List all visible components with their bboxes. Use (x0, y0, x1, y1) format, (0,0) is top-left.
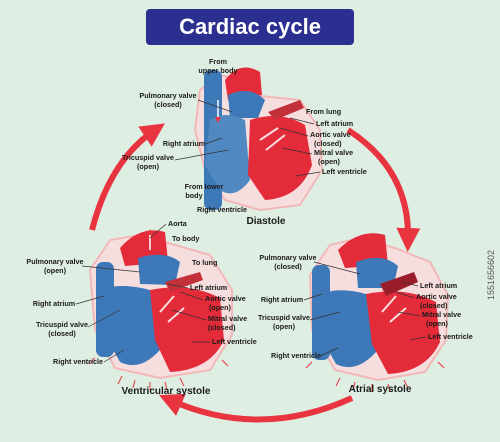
svg-text:Tricuspid valve(open): Tricuspid valve(open) (122, 153, 174, 171)
svg-text:Pulmonary valve(closed): Pulmonary valve(closed) (259, 253, 316, 271)
labels-atrial-systole: Pulmonary valve(closed) Right atrium Tri… (258, 253, 473, 395)
label-mitral-valve-vs: Mitral valve (208, 314, 247, 323)
label-pulmonary-valve: Pulmonary valve (139, 91, 196, 100)
label-right-ventricle: Right ventricle (197, 205, 247, 214)
svg-text:Tricuspid valve(closed): Tricuspid valve(closed) (36, 320, 88, 338)
label-right-atrium: Right atrium (163, 139, 205, 148)
svg-text:Pulmonary valve(closed): Pulmonary valve(closed) (139, 91, 196, 109)
label-aorta: Aorta (168, 219, 188, 228)
label-right-atrium-as: Right atrium (261, 295, 303, 304)
page-title: Cardiac cycle (146, 9, 354, 45)
cycle-arrow-atrial-to-ventricular (159, 393, 354, 423)
label-tricuspid-valve-vs: Tricuspid valve (36, 320, 88, 329)
cycle-arrow-diastole-to-atrial (346, 127, 421, 252)
label-to-body: To body (172, 234, 199, 243)
cycle-arrow-ventricular-to-diastole (89, 123, 165, 231)
label-left-ventricle-vs: Left ventricle (212, 337, 257, 346)
label-left-atrium-as: Left atrium (420, 281, 457, 290)
label-right-atrium-vs: Right atrium (33, 299, 75, 308)
svg-text:Tricuspid valve(open): Tricuspid valve(open) (258, 313, 310, 331)
label-left-ventricle-as: Left ventricle (428, 332, 473, 341)
label-left-atrium-vs: Left atrium (190, 283, 227, 292)
label-to-lung: To lung (192, 258, 217, 267)
label-tricuspid-valve-as: Tricuspid valve (258, 313, 310, 322)
svg-text:Mitral valve(open): Mitral valve(open) (422, 310, 461, 328)
heart-atrial-systole (305, 233, 450, 393)
label-aortic-valve: Aortic valve (310, 130, 351, 139)
svg-text:Aortic valve(open): Aortic valve(open) (205, 294, 246, 312)
watermark-id: 1551656602 (486, 249, 496, 300)
label-pulmonary-valve-vs: Pulmonary valve (26, 257, 83, 266)
label-from-lower-body: From lower (185, 182, 224, 191)
label-left-ventricle: Left ventricle (322, 167, 367, 176)
svg-text:Pulmonary valve(open): Pulmonary valve(open) (26, 257, 83, 275)
labels-ventricular-systole: Aorta To body Pulmonary valve(open) To l… (26, 219, 256, 397)
svg-text:Mitral valve(closed): Mitral valve(closed) (208, 314, 247, 332)
label-from-upper-body: From (209, 57, 227, 66)
label-mitral-valve: Mitral valve (314, 148, 353, 157)
heart-diastole (193, 67, 324, 212)
label-mitral-valve-as: Mitral valve (422, 310, 461, 319)
caption-ventricular-systole: Ventricular systole (122, 386, 211, 397)
svg-text:Mitral valve(open): Mitral valve(open) (314, 148, 353, 166)
label-aortic-valve-as: Aortic valve (416, 292, 457, 301)
label-from-lung: From lung (306, 107, 341, 116)
svg-text:Aortic valve(closed): Aortic valve(closed) (310, 130, 351, 148)
label-right-ventricle-vs: Right ventricle (53, 357, 103, 366)
svg-text:Aortic valve(closed): Aortic valve(closed) (416, 292, 457, 310)
label-tricuspid-valve: Tricuspid valve (122, 153, 174, 162)
label-aortic-valve-vs: Aortic valve (205, 294, 246, 303)
caption-atrial-systole: Atrial systole (349, 384, 412, 395)
label-right-ventricle-as: Right ventricle (271, 351, 321, 360)
caption-diastole: Diastole (247, 216, 286, 227)
label-pulmonary-valve-as: Pulmonary valve (259, 253, 316, 262)
label-left-atrium: Left atrium (316, 119, 353, 128)
